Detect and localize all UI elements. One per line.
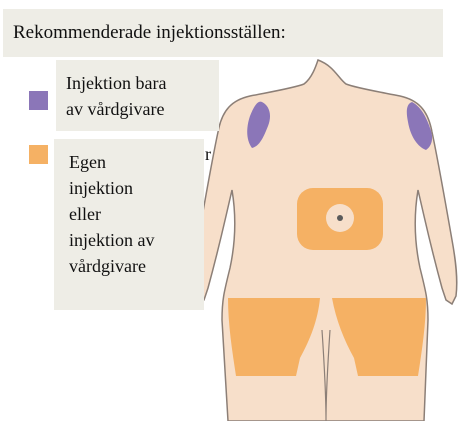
legend-label-self-or-hcp: Egen injektion eller injektion av vårdgi… [54,139,204,310]
legend-label-line: vårdgivare [69,253,204,279]
legend-swatch-self-or-hcp [29,145,48,164]
legend-label-line: injektion [69,175,204,201]
legend-label-line: Injektion bara [66,70,219,96]
legend-label-line: injektion av [69,227,204,253]
occluded-text-fragment: r [205,141,211,167]
legend-label-line: Egen [69,149,204,175]
legend-label-hcp-only: Injektion bara av vårdgivare [56,60,219,131]
navel [337,215,343,221]
legend-swatch-hcp-only [29,91,48,110]
legend-label-line: eller [69,201,204,227]
diagram-title: Rekommenderade injektionsställen: [3,9,443,57]
legend-label-line: av vårdgivare [66,96,219,122]
